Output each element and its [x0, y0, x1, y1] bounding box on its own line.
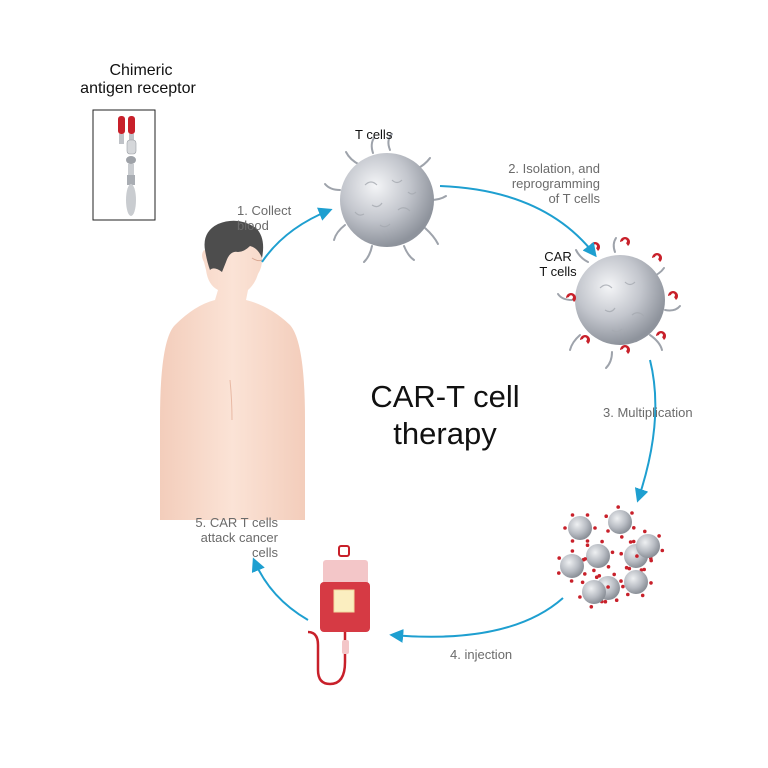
receptor-label-line2: antigen receptor	[80, 80, 196, 98]
small-car-t-cell	[619, 566, 653, 598]
title-line1: CAR-T cell	[370, 379, 520, 414]
attack-line1: 5. CAR T cells	[195, 515, 278, 530]
car-label-line1: CAR	[544, 249, 572, 264]
step-multiplication-label: 3. Multiplication	[603, 405, 693, 420]
small-car-t-cell	[581, 539, 615, 573]
receptor-label-line1: Chimeric	[109, 62, 173, 79]
t-cell	[324, 133, 447, 263]
attack-line3: cells	[251, 544, 278, 560]
collect-line2: blood	[237, 217, 269, 233]
patient-figure	[160, 220, 305, 521]
small-car-t-cell	[631, 529, 665, 563]
isolation-line3: of T cells	[548, 190, 600, 206]
attack-line2: attack cancer	[200, 529, 278, 545]
small-car-t-cell	[563, 513, 597, 543]
arrow-collect	[261, 207, 333, 263]
receptor-box	[92, 109, 156, 221]
isolation-line1: 2. Isolation, and	[508, 161, 600, 176]
small-car-t-cell	[604, 505, 636, 539]
arrow-attack	[251, 557, 309, 621]
small-car-t-cell	[557, 549, 587, 583]
step-injection-label: 4. injection	[450, 647, 513, 662]
step-collect-label: 1. Collect blood	[237, 203, 292, 234]
car-label-line2: T cells	[539, 263, 577, 279]
diagram-title: CAR-T cell therapy	[330, 378, 560, 452]
receptor-label: Chimeric antigen receptor	[80, 62, 196, 99]
multiplied-cells	[557, 505, 665, 609]
step-isolation-label: 2. Isolation, and reprogramming of T cel…	[500, 161, 600, 207]
arrow-multiplication	[634, 359, 657, 503]
infusion-bag	[307, 545, 370, 686]
arrow-isolation	[439, 185, 597, 258]
arrow-injection	[389, 597, 564, 643]
step-attack-label: 5. CAR T cells attack cancer cells	[172, 515, 278, 561]
t-cells-label: T cells	[355, 127, 393, 142]
car-t-cell	[557, 236, 681, 369]
isolation-line2: reprogramming	[511, 175, 600, 191]
small-car-t-cell	[578, 575, 610, 609]
collect-line1: 1. Collect	[237, 203, 292, 218]
title-line2: therapy	[393, 416, 497, 452]
car-t-cells-label: CAR T cells	[534, 249, 582, 280]
